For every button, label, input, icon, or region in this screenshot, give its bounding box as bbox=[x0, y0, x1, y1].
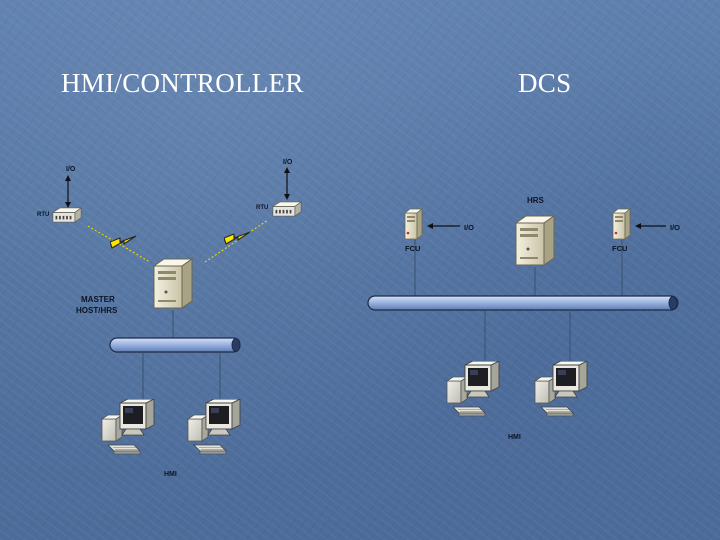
dcs-network-bus bbox=[367, 295, 679, 311]
scada-diagram: I/O I/O RTU RTU MASTER HOST/HRS bbox=[37, 159, 302, 478]
dcs-hmi-workstation-1-icon bbox=[446, 361, 500, 417]
host-hrs-label: HOST/HRS bbox=[76, 306, 118, 315]
dcs-diagram: HRS FCU I/O FCU I/O bbox=[367, 196, 680, 441]
rtu-label-right: RTU bbox=[256, 205, 268, 211]
io-label-dcs-left: I/O bbox=[464, 223, 474, 232]
io-arrow-left bbox=[65, 175, 71, 208]
fcu-left-icon bbox=[404, 208, 423, 240]
rtu-label-left: RTU bbox=[37, 212, 49, 218]
dcs-hmi-workstation-2-icon bbox=[534, 361, 588, 417]
scada-network-bus bbox=[109, 337, 241, 353]
hmi-label-right: HMI bbox=[508, 434, 521, 441]
fcu-label-right: FCU bbox=[612, 244, 627, 253]
hmi-workstation-2-icon bbox=[187, 399, 241, 455]
fcu-label-left: FCU bbox=[405, 244, 420, 253]
hmi-label-left: HMI bbox=[164, 471, 177, 478]
io-label-right: I/O bbox=[283, 159, 293, 166]
rtu-right-icon bbox=[272, 201, 302, 217]
hmi-workstation-1-icon bbox=[101, 399, 155, 455]
io-arrow-right bbox=[284, 167, 290, 200]
fcu-right-icon bbox=[612, 208, 631, 240]
right-title: DCS bbox=[518, 68, 572, 98]
master-server-icon bbox=[153, 258, 193, 309]
io-label-left: I/O bbox=[66, 166, 76, 173]
master-label: MASTER bbox=[81, 295, 115, 304]
hrs-label: HRS bbox=[527, 196, 545, 205]
lightning-bolt-right-icon bbox=[224, 231, 250, 245]
io-label-dcs-right: I/O bbox=[670, 223, 680, 232]
io-arrow-dcs-right bbox=[635, 223, 666, 229]
radio-link-right bbox=[204, 219, 269, 263]
rtu-left-icon bbox=[52, 207, 82, 223]
hrs-server-icon bbox=[515, 215, 555, 266]
io-arrow-dcs-left bbox=[427, 223, 460, 229]
left-title: HMI/CONTROLLER bbox=[61, 68, 304, 98]
